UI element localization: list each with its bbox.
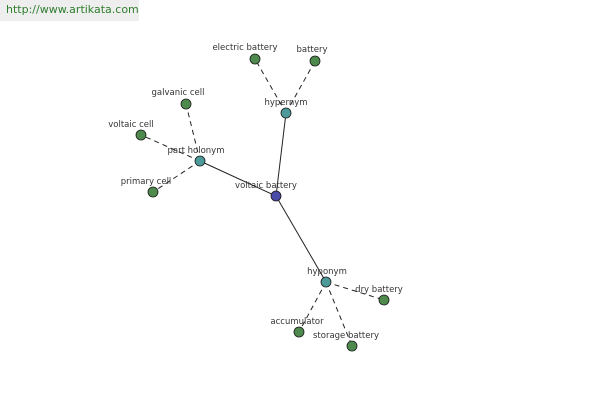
edge-part-holonym-primary-cell <box>152 160 201 193</box>
node-storage-battery[interactable] <box>346 340 358 352</box>
node-voltaic-cell[interactable] <box>135 129 147 141</box>
edge-hypernym-battery <box>285 60 316 114</box>
edge-hyponym-accumulator <box>298 281 327 333</box>
edge-voltaic-battery-hyponym <box>275 195 327 283</box>
edge-voltaic-battery-part-holonym <box>199 160 277 197</box>
label-hyponym[interactable]: hyponym <box>307 267 347 277</box>
node-voltaic-battery[interactable] <box>270 190 282 202</box>
label-voltaic-cell[interactable]: voltaic cell <box>108 120 154 130</box>
node-hypernym[interactable] <box>280 107 292 119</box>
label-battery[interactable]: battery <box>296 45 327 55</box>
label-galvanic-cell[interactable]: galvanic cell <box>152 88 205 98</box>
label-primary-cell[interactable]: primary cell <box>121 177 172 187</box>
label-dry-battery[interactable]: dry battery <box>355 285 403 295</box>
node-electric-battery[interactable] <box>249 53 261 65</box>
edge-hyponym-storage-battery <box>325 281 353 347</box>
node-dry-battery[interactable] <box>378 294 390 306</box>
edge-voltaic-battery-hypernym <box>275 112 287 197</box>
label-storage-battery[interactable]: storage battery <box>313 331 379 341</box>
node-primary-cell[interactable] <box>147 186 159 198</box>
url-banner: http://www.artikata.com <box>0 0 139 21</box>
label-electric-battery[interactable]: electric battery <box>212 43 277 53</box>
label-voltaic-battery[interactable]: voltaic battery <box>235 181 297 191</box>
edge-part-holonym-voltaic-cell <box>140 134 201 162</box>
edge-part-holonym-galvanic-cell <box>185 103 201 162</box>
site-url-link[interactable]: http://www.artikata.com <box>6 3 139 16</box>
label-accumulator[interactable]: accumulator <box>270 317 324 327</box>
node-battery[interactable] <box>309 55 321 67</box>
edge-hyponym-dry-battery <box>325 281 385 301</box>
label-part-holonym[interactable]: part holonym <box>168 146 225 156</box>
node-galvanic-cell[interactable] <box>180 98 192 110</box>
label-hypernym[interactable]: hypernym <box>264 98 307 108</box>
node-accumulator[interactable] <box>293 326 305 338</box>
node-hyponym[interactable] <box>320 276 332 288</box>
edge-hypernym-electric-battery <box>254 58 287 114</box>
node-part-holonym[interactable] <box>194 155 206 167</box>
